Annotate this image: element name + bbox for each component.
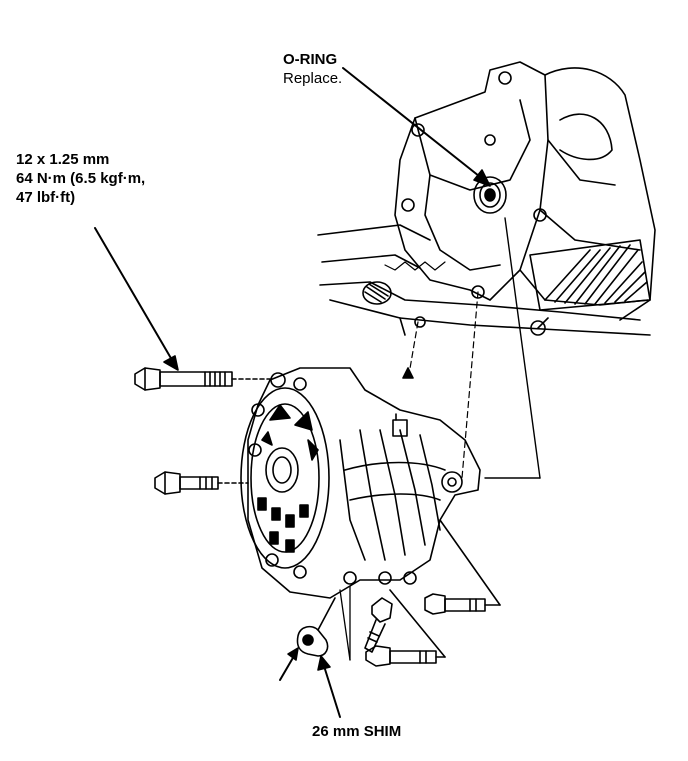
torque-bolt-size: 12 x 1.25 mm [16,151,110,168]
shim-callout: 26 mm SHIM [312,723,402,740]
shim-washer [296,597,336,657]
upper-mounting-bolt [134,367,271,391]
shim-leader-arrows [279,647,341,718]
rear-right-bolt [424,519,501,615]
bolt-guide-lines [339,585,351,661]
oring-note: Replace. [283,70,343,87]
oring-callout: O-RING Replace. [283,50,342,88]
lower-front-bolt [154,471,249,495]
dowel-arrow [402,367,414,379]
torque-value-imperial: 47 lbf·ft) [16,189,76,206]
engine-block [317,61,656,336]
lower-rear-bolt [365,589,446,667]
oring-leader-arrow [342,67,491,187]
oring-title: O-RING [283,51,338,68]
bracket-to-housing-lines [484,217,541,479]
alternator [240,367,481,599]
torque-value-metric: 64 N·m (6.5 kgf·m, [16,170,146,187]
angled-shim-bolt [364,597,393,653]
torque-spec-callout: 12 x 1.25 mm 64 N·m (6.5 kgf·m, 47 lbf·f… [16,150,145,207]
torque-leader-arrow [94,227,179,371]
alignment-guide-lines [407,291,479,479]
